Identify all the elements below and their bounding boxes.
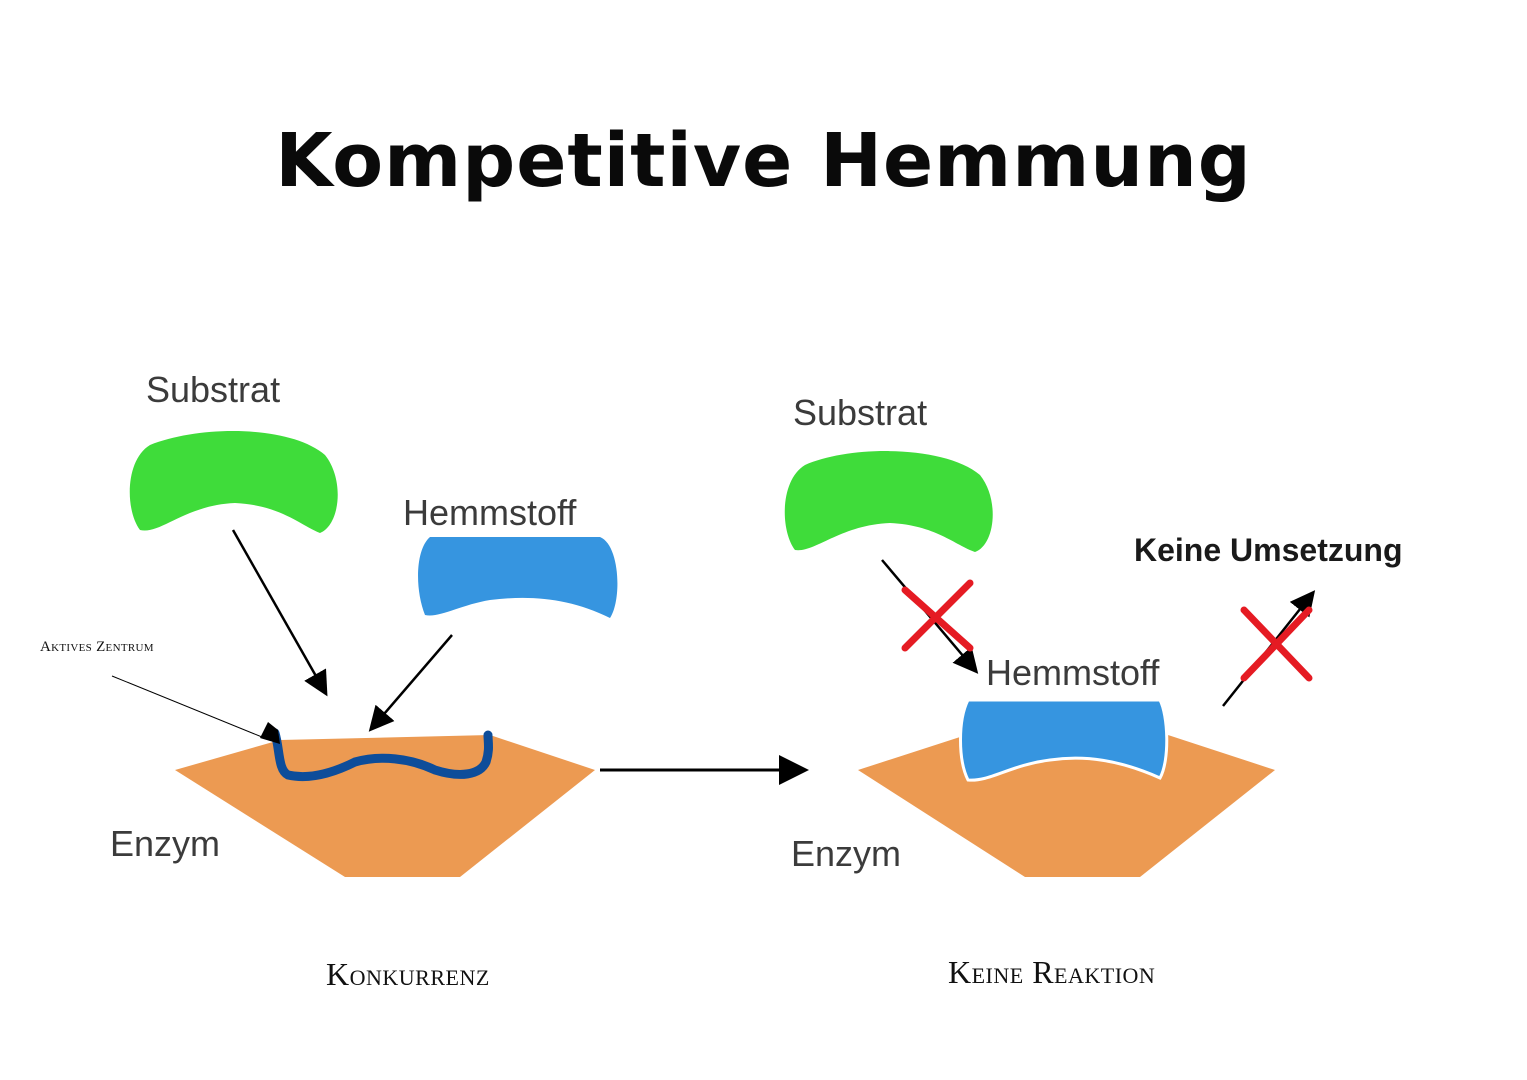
- no-conversion-label: Keine Umsetzung: [1134, 532, 1403, 568]
- left-caption: Konkurrenz: [326, 956, 490, 992]
- active-site-pointer-line: [111, 675, 263, 738]
- right-product-cross-icon: [1240, 606, 1313, 682]
- left-active-site-marker: [260, 722, 280, 744]
- page-title: Kompetitive Hemmung: [275, 118, 1252, 204]
- left-substrate-label: Substrat: [146, 369, 281, 410]
- right-enzyme-shape: [858, 735, 1275, 877]
- right-inhibitor-bound-shape: [959, 698, 1169, 782]
- right-caption: Keine Reaktion: [948, 954, 1156, 990]
- active-site-label: Aktives Zentrum: [40, 639, 154, 655]
- right-substrate-label: Substrat: [793, 392, 928, 433]
- right-enzyme-label: Enzym: [791, 833, 902, 874]
- right-substrate-cross-icon: [901, 579, 974, 652]
- left-inhibitor-arrow: [368, 634, 453, 732]
- left-inhibitor-shape: [418, 537, 618, 618]
- left-substrate-shape: [129, 431, 338, 533]
- left-active-site-outline: [270, 728, 493, 782]
- right-inhibitor-label: Hemmstoff: [986, 652, 1160, 693]
- left-inhibitor-label: Hemmstoff: [403, 492, 577, 533]
- left-substrate-arrow: [231, 529, 328, 697]
- right-substrate-shape: [784, 451, 993, 552]
- left-enzyme-label: Enzym: [110, 823, 221, 864]
